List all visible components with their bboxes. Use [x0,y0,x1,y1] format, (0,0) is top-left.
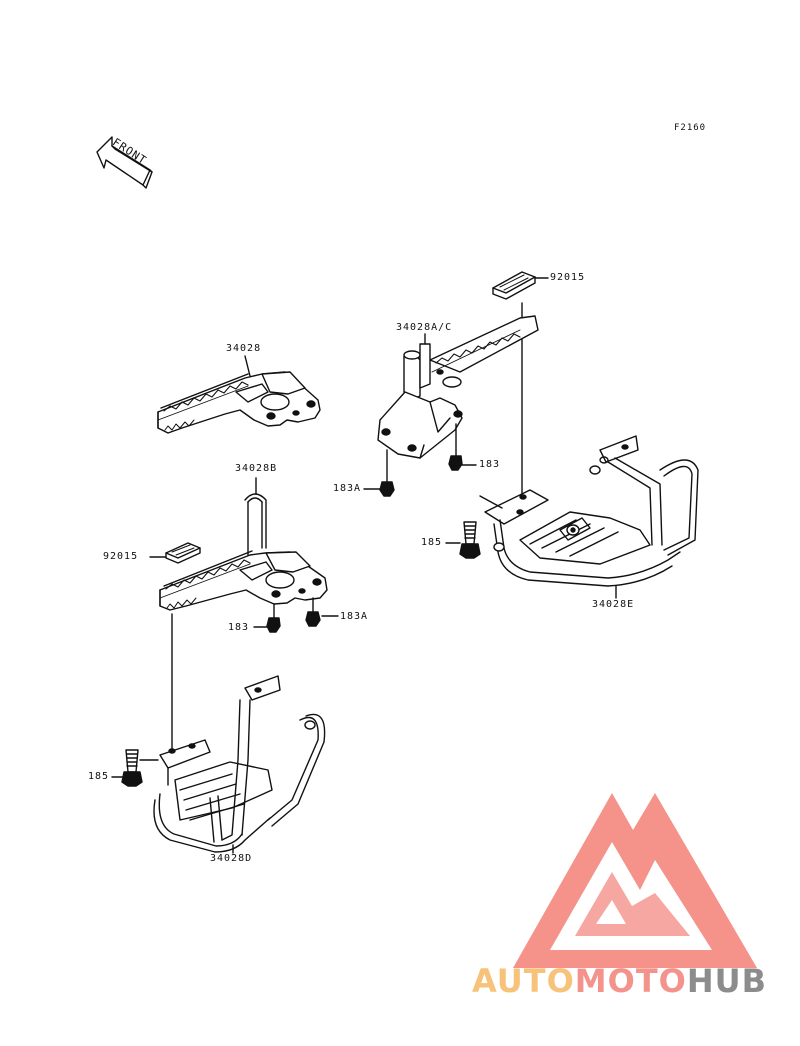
guard-34028e-drawing [479,435,699,599]
bolt-183a-left-icon [305,611,321,627]
watermark-hub: HUB [686,962,768,1000]
figure-code: F2160 [674,123,707,133]
watermark-auto: AUTO [472,962,575,1000]
front-arrow-icon: FRONT [96,136,153,189]
bolt-183-right-icon [448,455,477,471]
part-label-185-right: 185 [421,537,443,548]
part-label-92015-right: 92015 [550,272,586,283]
bolt-183-left-icon [253,617,281,633]
part-label-34028e: 34028E [592,599,635,610]
watermark-text: AUTOMOTOHUB [472,962,767,1000]
part-label-183a-right: 183A [333,483,362,494]
footpeg-34028b-drawing [149,477,339,749]
part-label-183a-left: 183A [340,611,369,622]
bolt-183a-right-icon [363,481,395,497]
footpeg-34028ac-drawing [377,271,549,509]
part-label-92015-left: 92015 [103,551,139,562]
part-label-34028b: 34028B [235,463,278,474]
part-label-183-right: 183 [479,459,501,470]
footpeg-34028-drawing [157,355,321,434]
bolt-185-right-icon [445,521,481,559]
part-label-34028d: 34028D [210,853,253,864]
watermark-moto: MOTO [574,962,687,1000]
bolt-185-left-icon [111,749,159,787]
part-label-185-left: 185 [88,771,110,782]
part-label-183-left: 183 [228,622,250,633]
part-label-34028ac: 34028A/C [396,322,453,333]
watermark-logo-icon [513,793,757,968]
part-label-34028: 34028 [226,343,262,354]
guard-34028d-drawing [153,675,326,854]
